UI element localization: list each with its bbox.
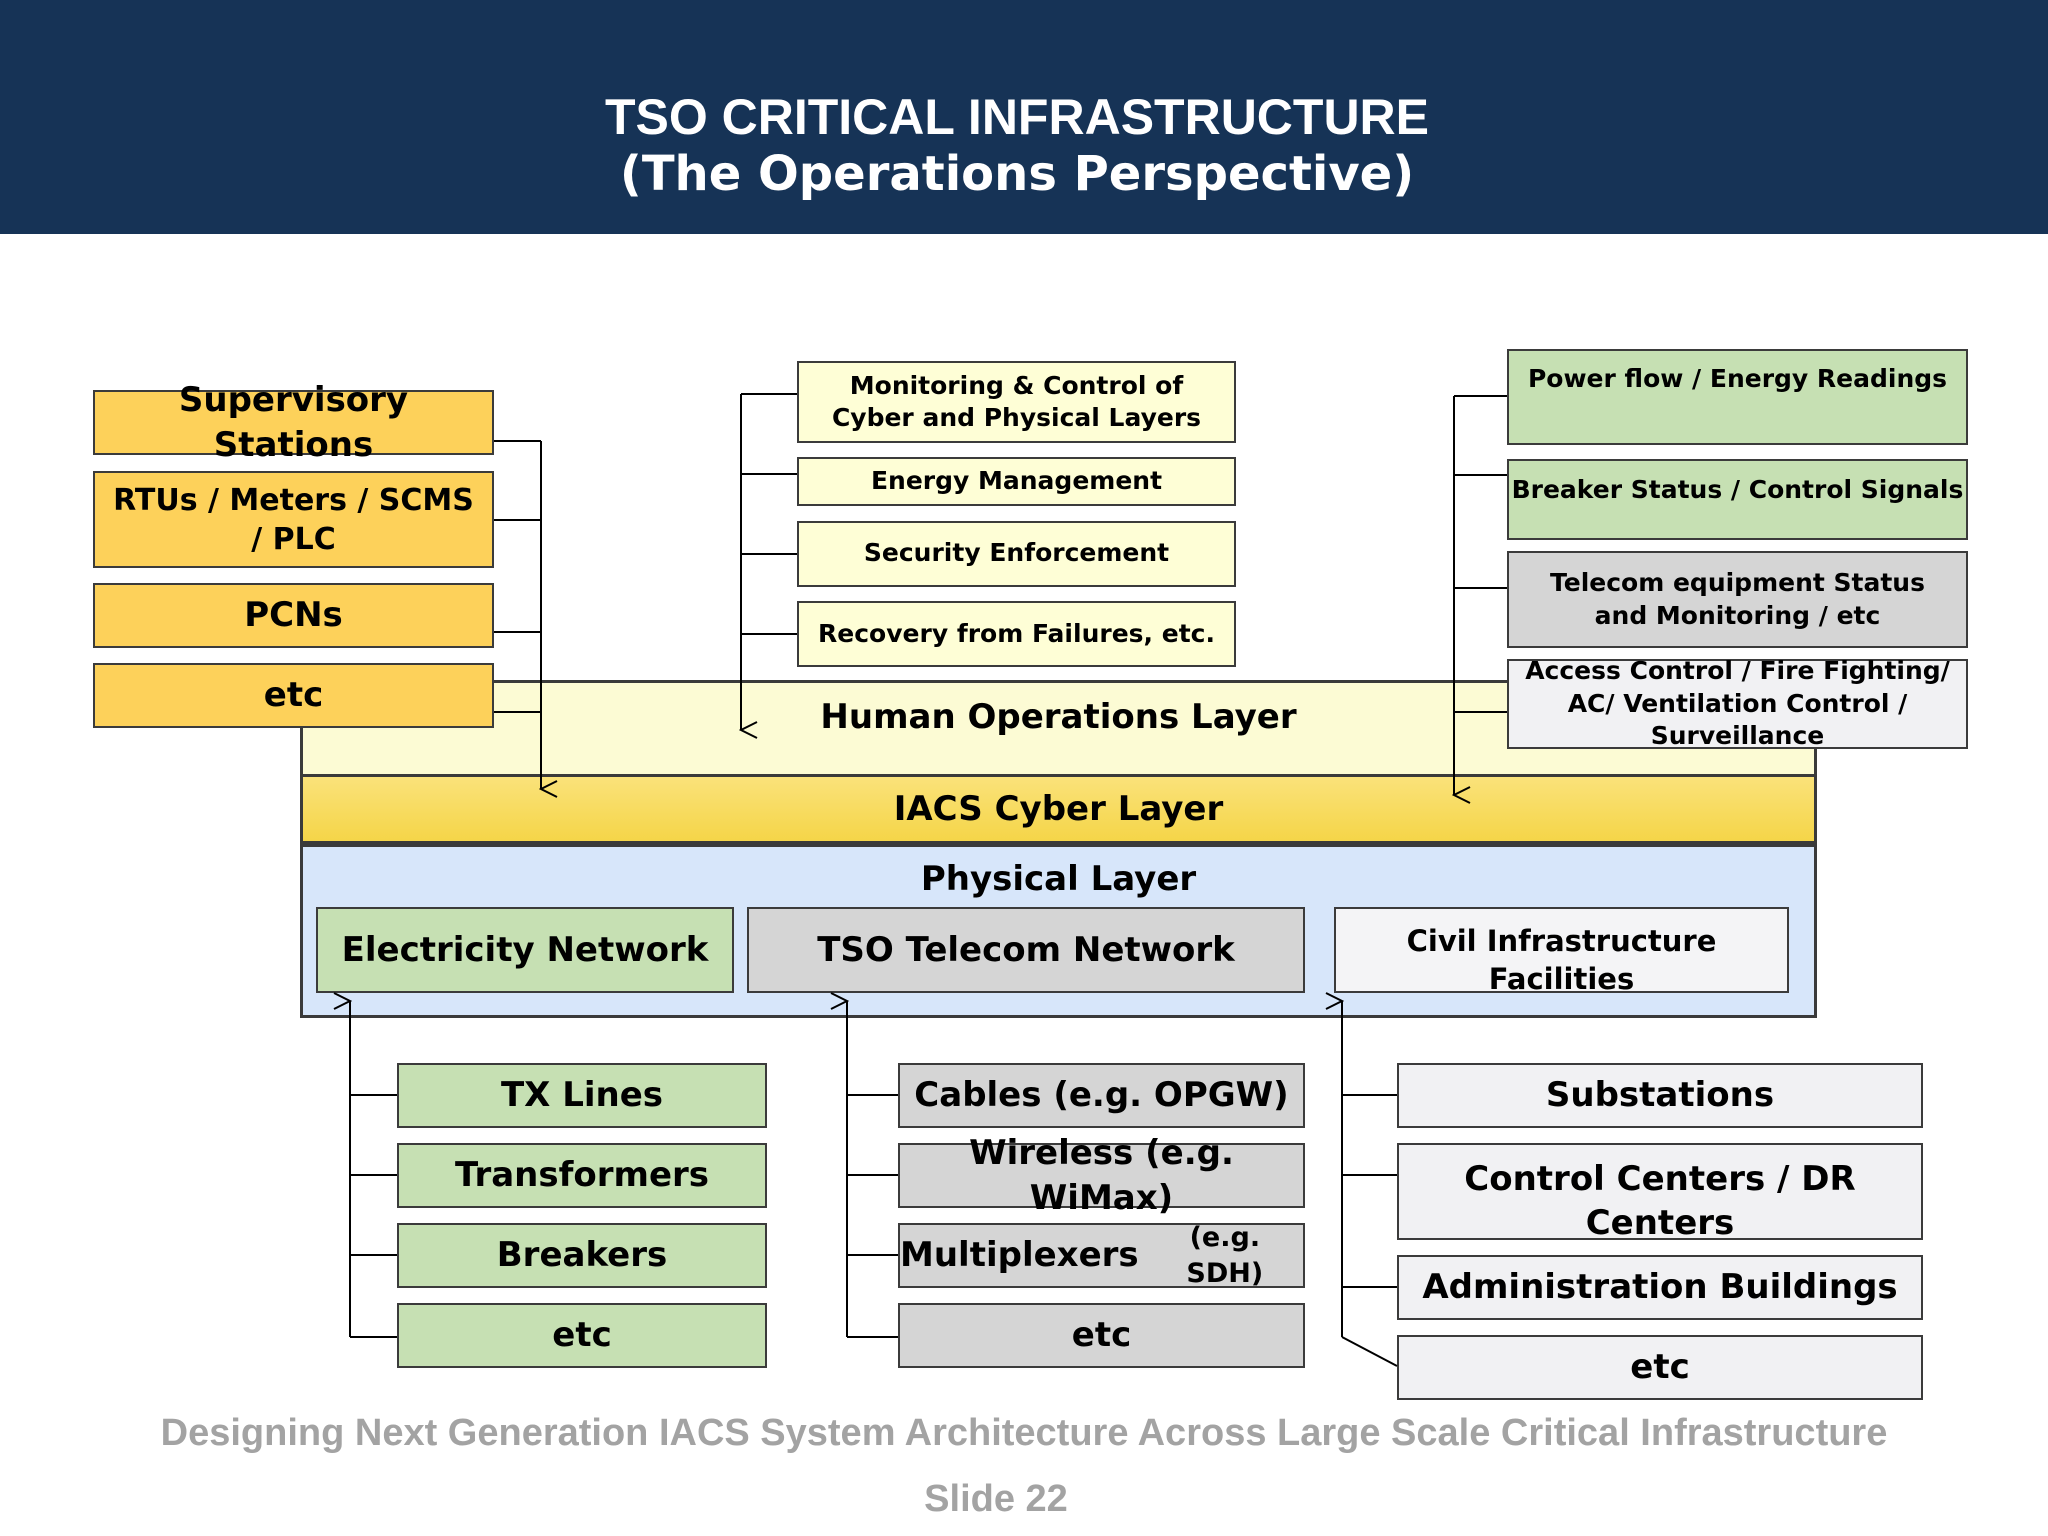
slide-subtitle: (The Operations Perspective) [619,146,1415,202]
tso-telecom-network-box: TSO Telecom Network [747,907,1305,993]
security-enforcement-box: Security Enforcement [797,521,1236,587]
iacs-cyber-layer: IACS Cyber Layer [300,774,1817,844]
breaker-status-box: Breaker Status / Control Signals [1507,459,1968,540]
administration-buildings-box: Administration Buildings [1397,1255,1923,1320]
telecom-etc-box: etc [898,1303,1305,1368]
electricity-etc-box: etc [397,1303,767,1368]
cables-box: Cables (e.g. OPGW) [898,1063,1305,1128]
multiplexers-note: (e.g. SDH) [1186,1222,1264,1289]
access-control-box: Access Control / Fire Fighting/ AC/ Vent… [1507,656,1968,750]
recovery-failures-box: Recovery from Failures, etc. [797,601,1236,667]
power-flow-box: Power flow / Energy Readings [1507,349,1968,445]
physical-layer-label: Physical Layer [920,859,1197,899]
electricity-network-box: Electricity Network [316,907,734,993]
control-centers-box: Control Centers / DR Centers [1397,1143,1923,1243]
wireless-box: Wireless (e.g. WiMax) [898,1133,1305,1218]
breakers-box: Breakers [397,1223,767,1288]
civil-infrastructure-box: Civil Infrastructure Facilities [1334,907,1789,996]
tx-lines-box: TX Lines [397,1063,767,1128]
multiplexers-label: Multiplexers [900,1235,1139,1276]
monitoring-control-box: Monitoring & Control of Cyber and Physic… [797,361,1236,443]
energy-management-box: Energy Management [797,457,1236,506]
substations-box: Substations [1397,1063,1923,1128]
civil-stub [1341,1336,1398,1367]
supervisory-stations-box: Supervisory Stations [93,380,494,465]
telecom-status-box: Telecom equipment Status and Monitoring … [1507,551,1968,648]
human-operations-layer-label: Human Operations Layer [820,697,1297,737]
pcns-box: PCNs [93,583,494,648]
slide-title: TSO CRITICAL INFRASTRUCTURE [604,89,1430,145]
iacs-cyber-layer-label: IACS Cyber Layer [893,789,1224,829]
left-etc-box: etc [93,663,494,728]
rtus-meters-box: RTUs / Meters / SCMS / PLC [93,471,494,568]
transformers-box: Transformers [397,1143,767,1208]
title-banner: TSO CRITICAL INFRASTRUCTURE (The Operati… [0,0,2048,234]
civil-etc-box: etc [1397,1335,1923,1400]
slide-number: Slide 22 [924,1478,1068,1520]
multiplexers-box: Multiplexers (e.g. SDH) [898,1222,1305,1289]
footer-text: Designing Next Generation IACS System Ar… [160,1412,1888,1454]
